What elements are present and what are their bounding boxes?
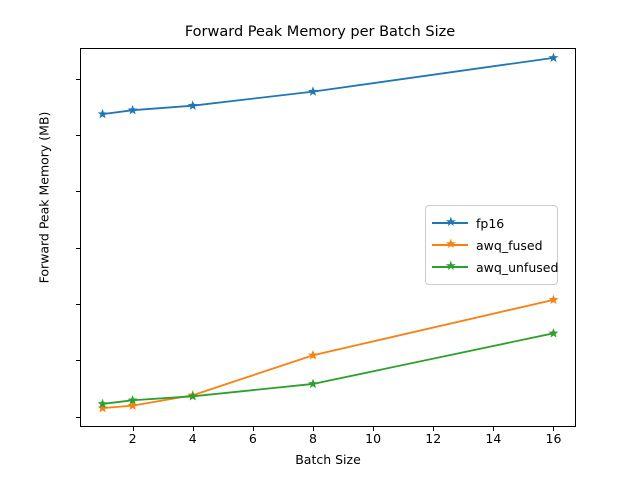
y-tick-mark [76,191,80,193]
data-point-marker [548,294,559,305]
y-tick-mark [76,360,80,362]
x-tick-label: 14 [485,431,502,446]
x-tick-mark [132,427,134,431]
legend-swatch-icon: ★ [432,260,468,273]
x-tick-label: 6 [248,431,257,446]
data-point-marker [127,400,138,410]
series-line [102,56,554,116]
series-fp16 [97,52,559,119]
legend-label: awq_fused [476,237,543,253]
data-point-marker [308,86,318,96]
x-tick-mark [553,427,555,431]
x-axis-label: Batch Size [295,452,361,467]
data-point-marker [548,52,559,63]
x-tick-mark [433,427,435,431]
plot-axes-frame [80,48,576,427]
series-line [102,298,554,410]
data-point-marker [187,391,198,401]
y-tick-mark [76,78,80,80]
legend-entry-awq_fused[interactable]: ★ awq_fused [432,234,549,256]
x-tick-label: 10 [365,431,382,446]
series-line [102,332,554,405]
x-tick-mark [252,427,254,431]
y-axis-label: Forward Peak Memory (MB) [36,111,52,284]
x-tick-mark [493,427,495,431]
legend-label: fp16 [476,215,505,231]
legend-swatch-icon: ★ [432,238,468,251]
data-point-marker [97,108,108,119]
data-point-marker [548,328,559,338]
chart-title: Forward Peak Memory per Batch Size [184,24,456,40]
x-tick-label: 12 [425,431,442,446]
data-point-marker [97,398,108,409]
x-tick-mark [312,427,314,431]
legend-entry-fp16[interactable]: ★ fp16 [432,212,549,234]
x-tick-label: 2 [128,431,137,446]
legend-entry-awq_unfused[interactable]: ★ awq_unfused [432,256,558,278]
y-tick-mark [76,135,80,137]
x-tick-label: 4 [188,431,197,446]
data-point-marker [97,402,108,413]
x-tick-label: 16 [545,431,562,446]
series-plot-area [97,52,559,413]
data-point-marker [308,378,318,389]
data-point-marker [308,350,318,360]
chart-legend: ★ fp16 ★ awq_fused ★ awq_unfused [425,205,558,285]
series-awq_unfused [97,328,559,409]
x-tick-mark [373,427,375,431]
x-tick-label: 8 [308,431,317,446]
y-tick-mark [76,247,80,249]
series-awq_fused [97,294,559,413]
data-point-marker [127,104,138,115]
y-tick-mark [76,304,80,306]
y-tick-mark [76,416,80,418]
legend-label: awq_unfused [476,259,559,275]
data-point-marker [187,100,198,110]
legend-swatch-icon: ★ [432,216,468,229]
x-tick-mark [192,427,194,431]
data-point-marker [127,395,138,405]
